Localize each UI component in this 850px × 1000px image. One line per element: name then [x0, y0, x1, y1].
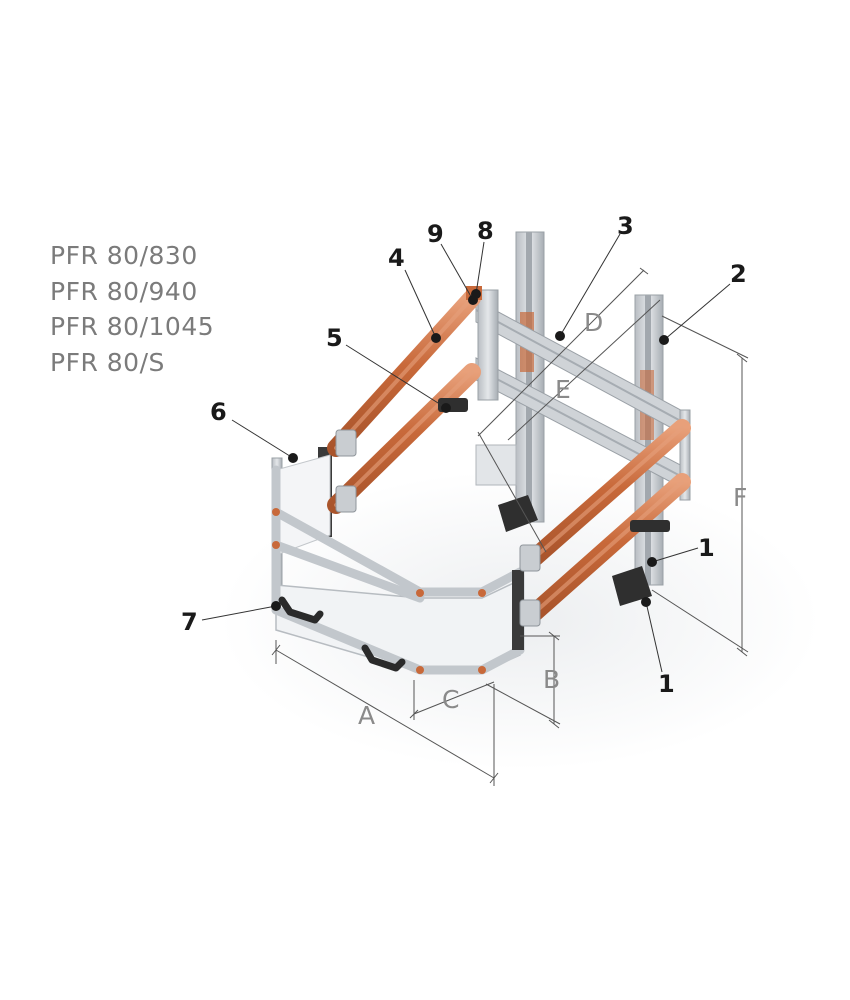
dimension-label: F: [733, 483, 747, 512]
dimension-lines: [275, 267, 749, 786]
model-name: PFR 80/1045: [50, 312, 215, 341]
callout-number: 1: [698, 534, 715, 562]
callout-number: 5: [326, 324, 343, 352]
callout-number: 7: [181, 608, 198, 636]
callout-number: 3: [617, 212, 634, 240]
hinge-column: [477, 289, 499, 401]
rail-set: [327, 289, 691, 624]
callout-number: 8: [477, 217, 494, 245]
dimension-label: E: [555, 375, 571, 404]
column-back-left: [515, 231, 545, 523]
rail-end-caps: [335, 429, 541, 627]
latch-right: [630, 520, 670, 532]
mount-plate: [475, 444, 517, 486]
leader-dots: [271, 289, 669, 611]
dimension-label: C: [442, 685, 459, 714]
gate-post-far-right: [679, 409, 691, 501]
dimension-label: A: [358, 701, 375, 730]
model-name: PFR 80/S: [50, 347, 165, 377]
model-list: PFR 80/830 PFR 80/940 PFR 80/1045 PFR 80…: [50, 238, 214, 380]
leader-lines: [201, 233, 731, 673]
handle-left: [278, 596, 324, 624]
model-name: PFR 80/940: [50, 276, 198, 306]
dimension-ticks: [271, 353, 748, 784]
base-foot-right: [612, 566, 652, 606]
callout-number: 2: [730, 260, 747, 288]
model-name: PFR 80/830: [50, 241, 198, 270]
callout-number: 1: [658, 670, 675, 698]
gate-post-right: [512, 570, 524, 650]
callout-number: 6: [210, 398, 227, 426]
handle-right: [361, 644, 406, 672]
front-frame: [271, 465, 525, 675]
callout-number: 9: [427, 220, 444, 248]
dimension-label: D: [584, 308, 603, 337]
frame-joints: [272, 508, 486, 674]
callout-number: 4: [388, 244, 405, 272]
base-foot-left: [498, 495, 538, 532]
dimension-label: B: [543, 665, 560, 694]
